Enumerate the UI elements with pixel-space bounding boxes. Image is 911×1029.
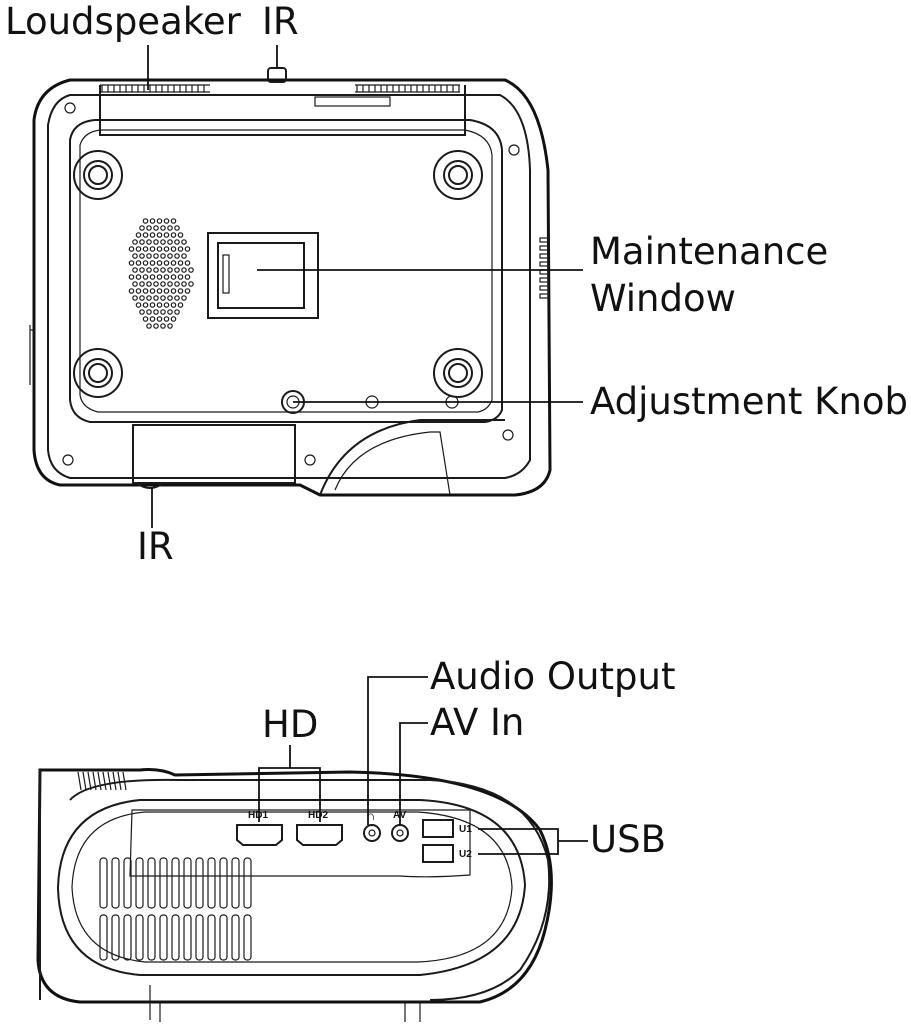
usb-label: USB: [590, 818, 666, 861]
hd-label: HD: [262, 703, 319, 746]
maintenance-window-label-line1: Maintenance: [590, 230, 829, 273]
maintenance-window-label-line2: Window: [590, 277, 736, 320]
av-marking: AV: [393, 810, 407, 821]
av-in-label: AV In: [430, 701, 525, 744]
ir-top-label: IR: [262, 0, 299, 43]
headphone-icon: ∩: [366, 808, 376, 823]
u2-marking: U2: [459, 849, 472, 860]
hd1-marking: HD1: [248, 810, 269, 821]
u1-marking: U1: [459, 824, 472, 835]
hd2-marking: HD2: [308, 810, 329, 821]
projector-body-outline: [32, 78, 552, 497]
ir-bottom-label: IR: [137, 525, 174, 568]
adjustment-knob-label: Adjustment Knob: [590, 380, 909, 423]
loudspeaker-label: Loudspeaker: [5, 0, 241, 43]
audio-output-label: Audio Output: [430, 655, 676, 698]
